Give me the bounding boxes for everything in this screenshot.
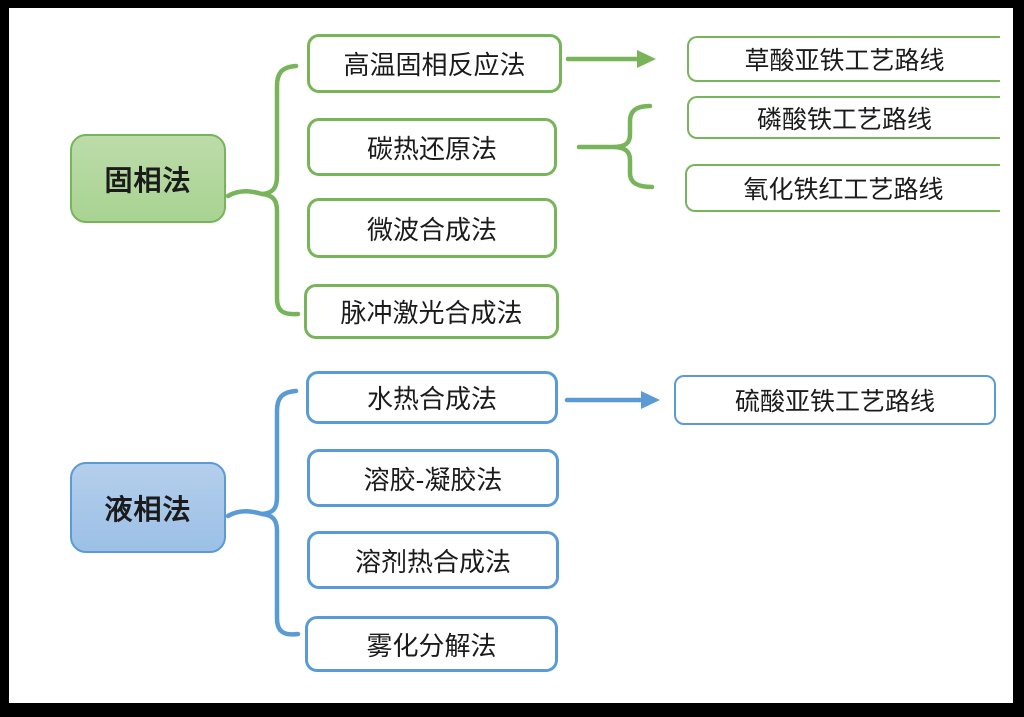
route-node-iron-phosphate: 磷酸铁工艺路线	[687, 96, 1000, 139]
method-label: 碳热还原法	[366, 133, 497, 164]
method-label: 溶剂热合成法	[354, 546, 511, 577]
route-label: 磷酸铁工艺路线	[756, 105, 932, 134]
method-node-solvothermal-synthesis: 溶剂热合成法	[307, 531, 559, 589]
liquid-phase-root-node: 液相法	[70, 462, 226, 553]
method-node-high-temperature-solid-state: 高温固相反应法	[307, 34, 562, 93]
method-label: 微波合成法	[366, 214, 497, 245]
solid-phase-root-node: 固相法	[70, 134, 226, 223]
route-label: 氧化铁红工艺路线	[743, 176, 944, 204]
route-node-iron-oxide-red: 氧化铁红工艺路线	[685, 164, 1000, 212]
liquid-phase-root-label: 液相法	[104, 493, 192, 525]
route-node-ferrous-oxalate: 草酸亚铁工艺路线	[687, 36, 1000, 82]
solid-phase-root-label: 固相法	[104, 164, 192, 196]
method-node-carbothermal-reduction: 碳热还原法	[307, 118, 557, 176]
method-label: 水热合成法	[366, 384, 497, 414]
method-label: 雾化分解法	[366, 630, 497, 661]
method-node-hydrothermal-synthesis: 水热合成法	[306, 371, 558, 424]
method-node-pulsed-laser-synthesis: 脉冲激光合成法	[304, 284, 559, 339]
route-label: 草酸亚铁工艺路线	[744, 47, 945, 75]
method-node-atomization-decomposition: 雾化分解法	[305, 616, 558, 672]
method-label: 高温固相反应法	[343, 50, 526, 80]
method-label: 脉冲激光合成法	[340, 298, 523, 328]
method-node-microwave-synthesis: 微波合成法	[307, 198, 557, 258]
method-node-sol-gel: 溶胶-凝胶法	[307, 449, 559, 507]
method-label: 溶胶-凝胶法	[363, 464, 503, 495]
route-label: 硫酸亚铁工艺路线	[734, 388, 935, 416]
route-node-ferrous-sulfate: 硫酸亚铁工艺路线	[674, 375, 996, 425]
